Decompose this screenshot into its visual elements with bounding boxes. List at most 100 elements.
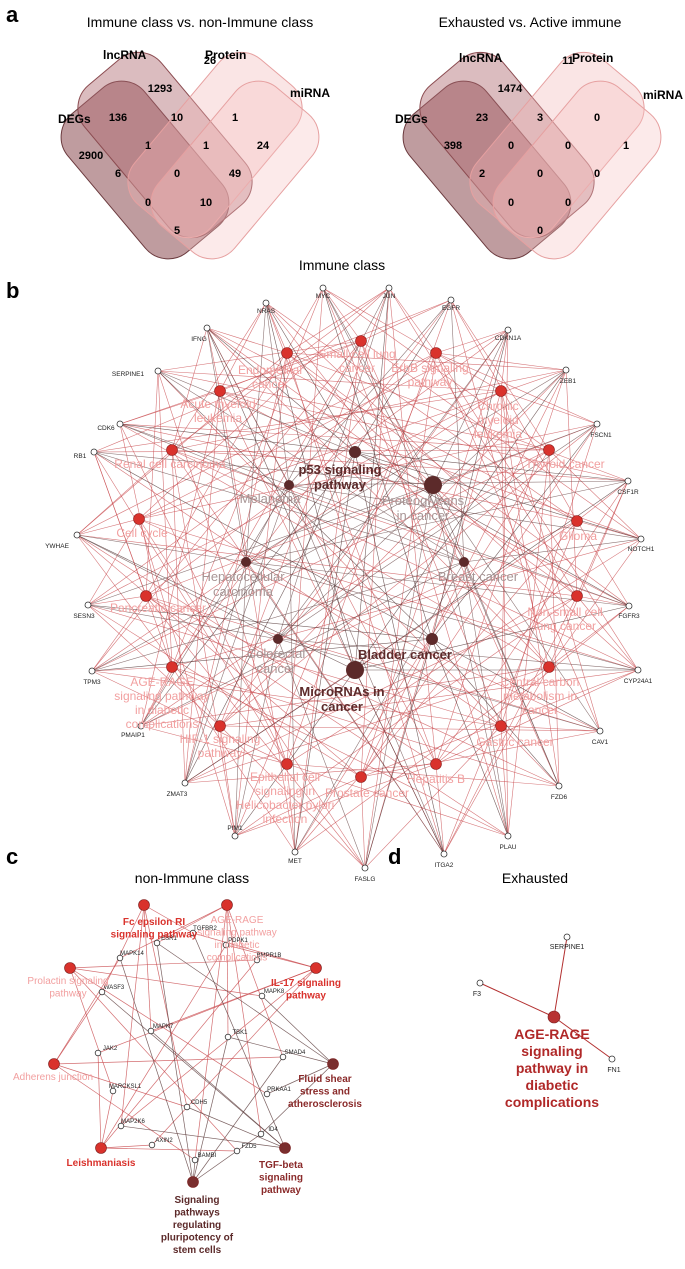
network-edge (138, 287, 390, 520)
network-edge (265, 302, 288, 354)
network-edge (119, 423, 356, 453)
pathway-label: Thyroid cancer (525, 457, 604, 471)
network-edge (450, 299, 578, 522)
network-edge (93, 449, 550, 453)
network-edge (576, 595, 630, 607)
venn-left-degs-set (60, 80, 230, 260)
network-edge (206, 327, 550, 668)
network-edge (76, 518, 140, 536)
network-edge (322, 287, 433, 640)
network-d-title: Exhausted (502, 870, 568, 886)
network-edge (140, 666, 173, 727)
venn-right-count: 0 (594, 112, 600, 124)
network-edge (360, 423, 598, 778)
network-edge (265, 302, 578, 522)
network-edge (151, 967, 317, 1146)
gene-node (88, 667, 96, 675)
gene-node (608, 1055, 616, 1063)
network-edge (354, 605, 630, 671)
pathway-label: Hepatitis B (407, 772, 465, 786)
network-edge (184, 390, 221, 784)
network-edge (288, 299, 452, 486)
gene-label: JAK2 (103, 1046, 118, 1052)
network-edge (87, 604, 433, 640)
gene-node (263, 1090, 271, 1098)
gene-label: FASLG (355, 876, 376, 883)
gene-node (116, 420, 124, 428)
network-edge (435, 369, 567, 765)
network-edge (87, 595, 147, 606)
network-c-title: non-Immune class (135, 870, 249, 886)
network-edge (500, 390, 601, 732)
pathway-node (281, 347, 293, 359)
network-edge (138, 518, 639, 671)
gene-label: FN1 (607, 1067, 620, 1074)
pathway-node (571, 590, 583, 602)
panel-label-b: b (6, 278, 19, 303)
gene-label: CDK6 (97, 425, 115, 432)
network-edge (435, 352, 639, 671)
network-edge (120, 904, 145, 1127)
network-edge (265, 302, 356, 453)
network-edge (184, 451, 356, 784)
network-edge (156, 942, 334, 1065)
venn-right-count: 0 (508, 197, 514, 209)
network-edge (91, 390, 502, 672)
network-edge (119, 423, 578, 522)
network-edge (91, 666, 173, 672)
network-edge (265, 302, 290, 486)
gene-node (117, 1122, 125, 1130)
network-edge (91, 561, 465, 672)
gene-label: PMAIP1 (121, 732, 145, 739)
pathway-label: Bladder cancer (358, 647, 452, 662)
network-edge (286, 352, 567, 371)
network-edge (443, 666, 550, 855)
pathway-label: Leishmaniasis (67, 1158, 136, 1169)
venn-left-count: 1 (203, 140, 209, 152)
network-edge (277, 369, 567, 640)
network-edge (294, 449, 550, 853)
network-edge (93, 451, 433, 640)
network-edge (100, 1147, 238, 1152)
network-b-edges (76, 287, 642, 869)
network-edge (354, 299, 452, 453)
gene-node (563, 933, 571, 941)
network-edge (500, 725, 509, 837)
network-edge (69, 959, 258, 969)
network-edge (294, 451, 356, 853)
network-edge (234, 763, 437, 837)
network-edge (192, 1036, 229, 1183)
gene-label: ID4 (268, 1127, 278, 1133)
pathway-node (166, 661, 178, 673)
venn-left-mirna-set (150, 80, 320, 260)
gene-label: NOTCH1 (628, 546, 655, 553)
pathway-node (64, 962, 76, 974)
network-edge (553, 1016, 613, 1060)
network-edge (93, 340, 362, 453)
network-edge (119, 423, 550, 451)
network-edge (227, 1036, 334, 1065)
network-edge (76, 534, 221, 727)
gene-node (476, 979, 484, 987)
network-edge (479, 982, 555, 1018)
network-edge (548, 480, 629, 668)
gene-label: ITGA2 (435, 862, 454, 869)
network-edge (360, 287, 390, 778)
network-edge (171, 666, 296, 853)
gene-node (154, 367, 162, 375)
network-edge (87, 604, 362, 778)
network-edge (143, 904, 194, 934)
network-edge (388, 287, 437, 354)
gene-label: CDKN1A (495, 335, 522, 342)
pathway-node (187, 1176, 199, 1188)
network-edge (435, 329, 509, 354)
network-edge (277, 329, 509, 640)
